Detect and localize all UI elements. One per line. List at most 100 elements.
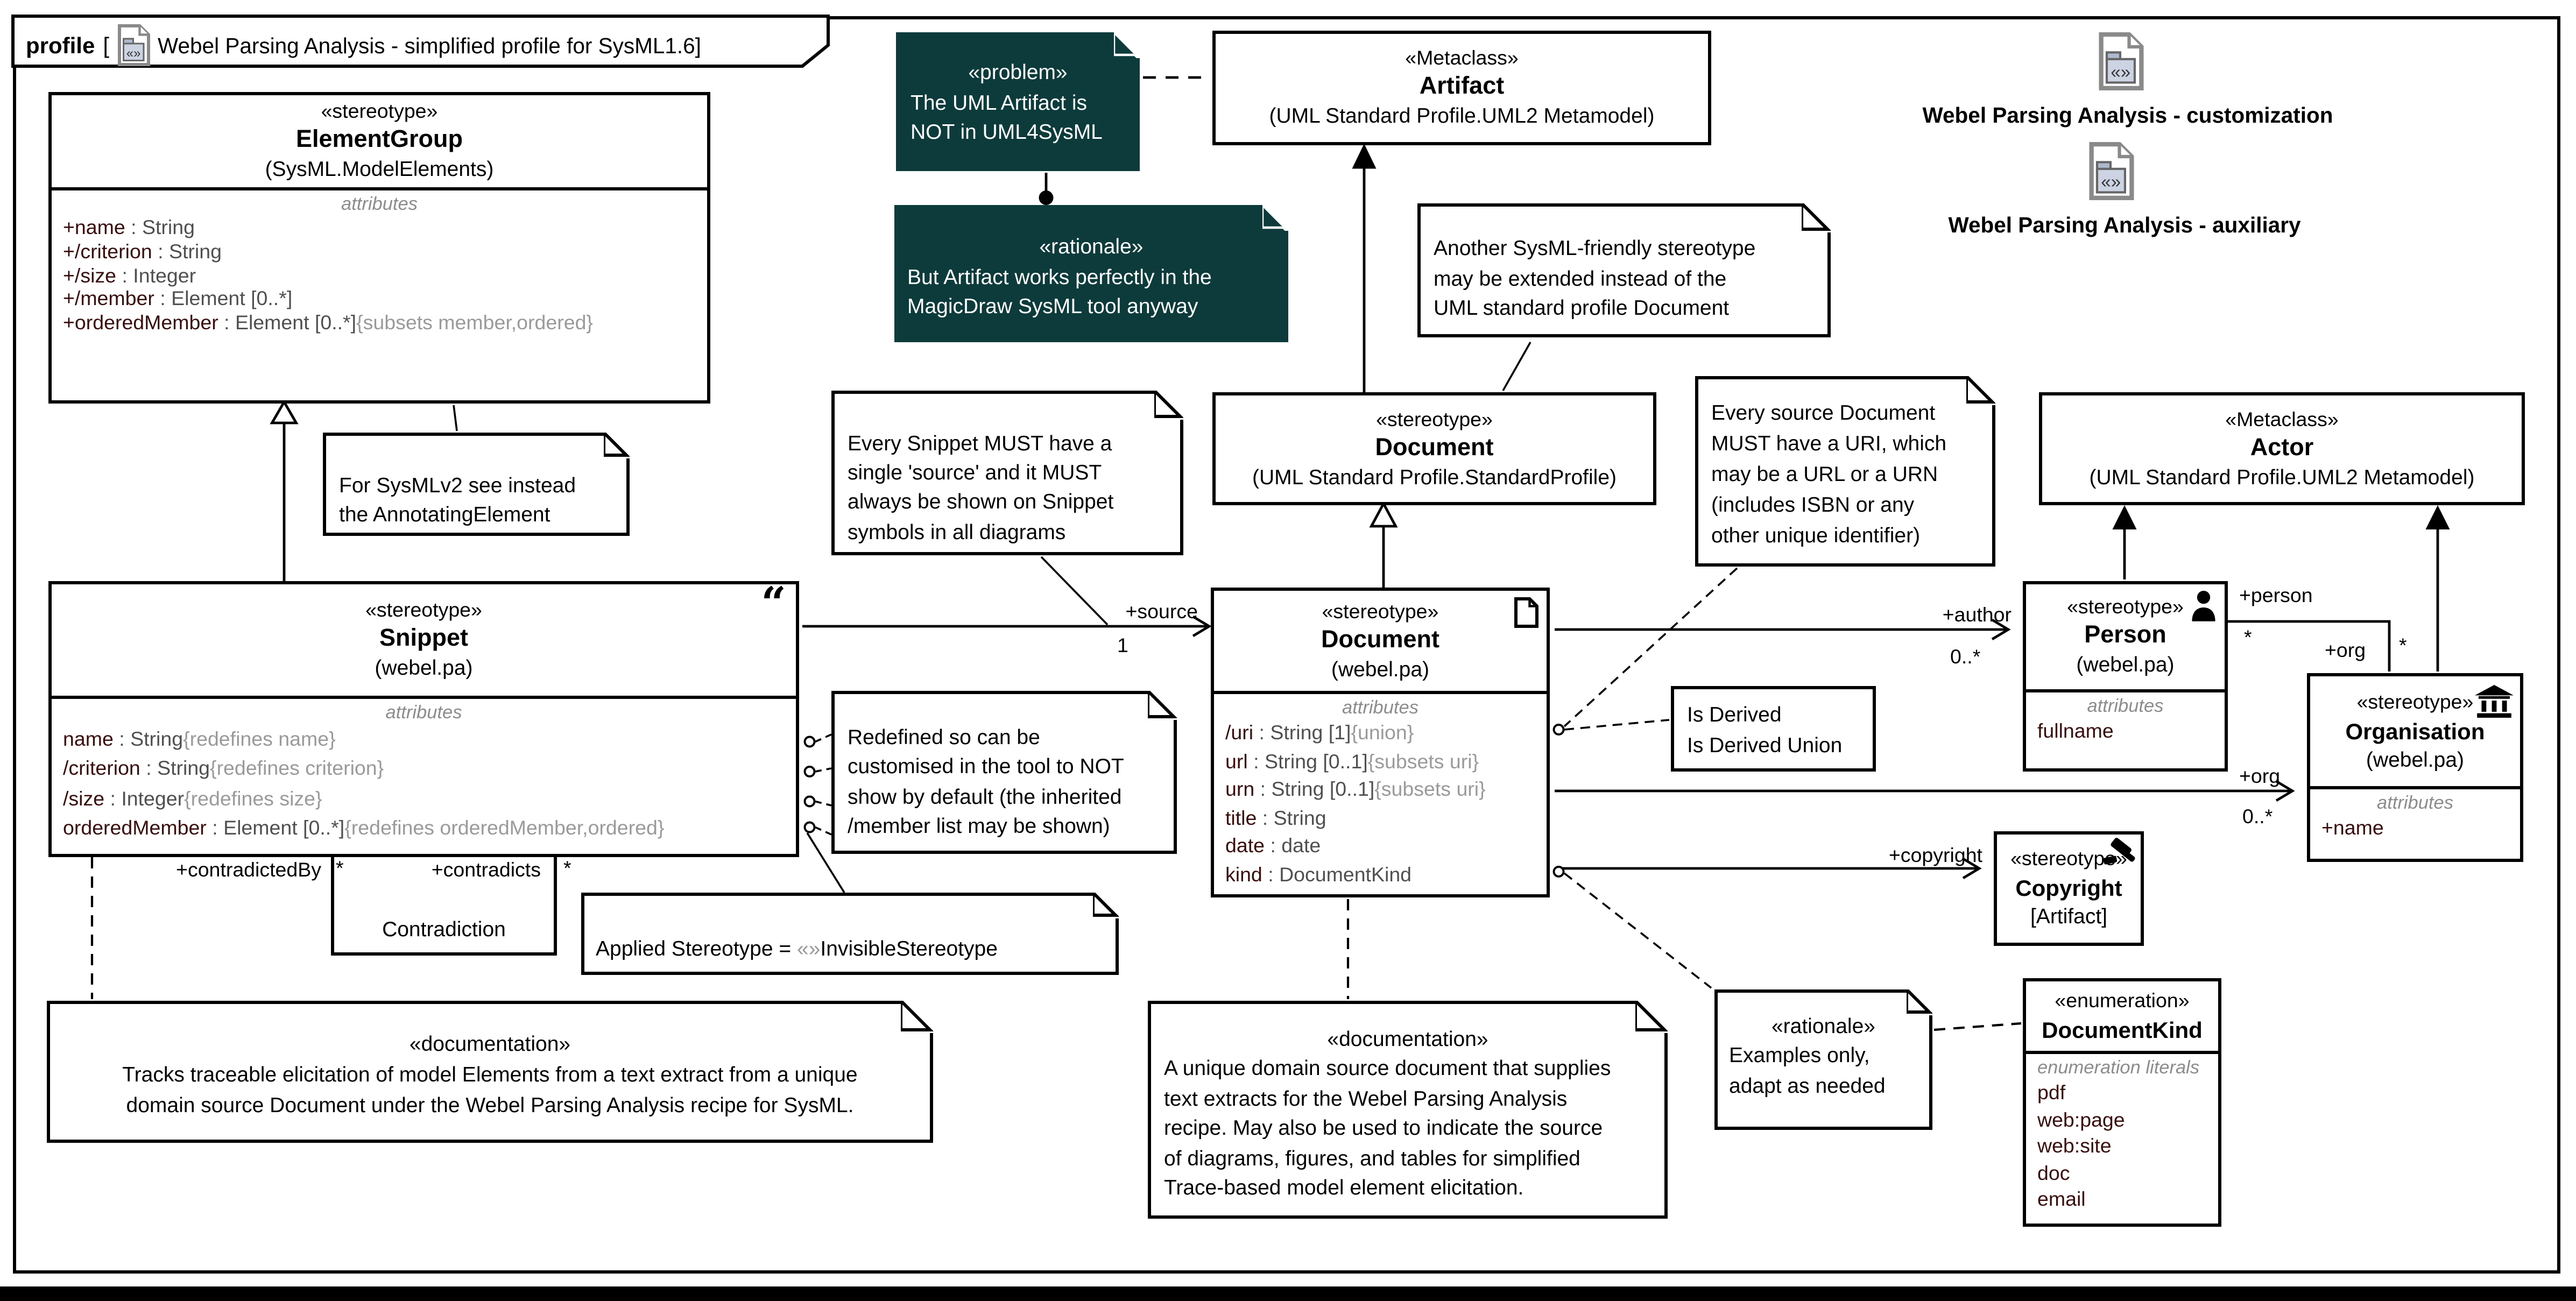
note-line: Redefined so can be (848, 725, 1040, 749)
literal-row: email (2037, 1189, 2086, 1212)
class-element-group[interactable]: «stereotype» ElementGroup (SysML.ModelEl… (48, 92, 710, 404)
class-header: «stereotype» Snippet (webel.pa) (52, 584, 796, 696)
note-line: domain source Document under the Webel P… (126, 1093, 854, 1117)
class-copyright[interactable]: «stereotype» Copyright [Artifact] (1994, 831, 2144, 946)
note-line: For SysMLv2 see instead (339, 473, 576, 497)
guillemets: «» (797, 936, 821, 960)
package-label: (UML Standard Profile.StandardProfile) (1252, 464, 1617, 489)
extended-metaclass-label: [Artifact] (2030, 904, 2108, 928)
class-header: «stereotype» ElementGroup (SysML.ModelEl… (52, 95, 707, 187)
package-label: (UML Standard Profile.UML2 Metamodel) (2089, 464, 2475, 489)
attribute-row: +name : String (63, 216, 195, 239)
stereotype-label: «stereotype» (1376, 407, 1493, 430)
note-line: always be shown on Snippet (848, 490, 1114, 514)
attribute-row: date : date (1225, 835, 1321, 858)
stereotype-label: «Metaclass» (1405, 47, 1519, 69)
mult-person: * (2244, 626, 2252, 649)
class-document-webel[interactable]: «stereotype» Document (webel.pa) attribu… (1211, 588, 1550, 897)
section-label: attributes (2377, 794, 2453, 814)
attribute-row: +orderedMember : Element [0..*]{subsets … (63, 312, 593, 335)
palette-customization[interactable]: «» Webel Parsing Analysis - customizatio… (1894, 29, 2362, 129)
stereotype-label: «stereotype» (2356, 690, 2474, 713)
diagram-frame (13, 16, 2560, 1274)
mult-contradicts: * (563, 857, 571, 880)
bank-icon (2475, 685, 2514, 718)
note-sysmlv2[interactable]: For SysMLv2 see instead the AnnotatingEl… (323, 433, 630, 536)
note-line: the AnnotatingElement (339, 502, 551, 526)
attribute-row: fullname (2037, 720, 2114, 743)
profile-file-icon: «» (2099, 32, 2144, 90)
enumeration-document-kind[interactable]: «enumeration» DocumentKind enumeration l… (2023, 978, 2221, 1227)
note-line: The UML Artifact is (911, 89, 1087, 114)
note-stereotype: «problem» (968, 60, 1068, 84)
literals-compartment: enumeration literals pdf web:page web:si… (2026, 1051, 2218, 1224)
note-examples[interactable]: «rationale» Examples only, adapt as need… (1714, 989, 1932, 1130)
note-line: recipe. May also be used to indicate the… (1164, 1115, 1603, 1140)
class-contradiction[interactable]: Contradiction (331, 854, 557, 956)
class-header: «stereotype» Organisation (webel.pa) (2310, 676, 2520, 786)
note-rationale-artifact[interactable]: «rationale» But Artifact works perfectly… (894, 205, 1288, 342)
note-line: of diagrams, figures, and tables for sim… (1164, 1145, 1580, 1170)
note-line: Every source Document (1711, 400, 1936, 425)
attribute-row: /size : Integer{redefines size} (63, 787, 322, 810)
note-applied-stereotype[interactable]: Applied Stereotype = «»InvisibleStereoty… (581, 893, 1119, 975)
class-organisation[interactable]: «stereotype» Organisation (webel.pa) att… (2307, 673, 2523, 862)
class-actor[interactable]: «Metaclass» Actor (UML Standard Profile.… (2039, 392, 2525, 505)
note-line: NOT in UML4SysML (911, 119, 1103, 144)
attribute-row: +name (2321, 817, 2384, 839)
note-line: other unique identifier) (1711, 523, 1921, 547)
note-line: But Artifact works perfectly in the (907, 264, 1212, 288)
class-person[interactable]: «stereotype» Person (webel.pa) attribute… (2023, 581, 2228, 772)
attributes-compartment: attributes +name (2310, 786, 2520, 859)
class-document-std[interactable]: «stereotype» Document (UML Standard Prof… (1212, 392, 1656, 505)
mult-author: 0..* (1950, 646, 1981, 668)
note-documentation-document[interactable]: «documentation» A unique domain source d… (1148, 1001, 1668, 1219)
note-every-source-uri[interactable]: Every source Document MUST have a URI, w… (1695, 376, 1995, 567)
note-problem[interactable]: «problem» The UML Artifact is NOT in UML… (896, 32, 1140, 171)
class-name: Organisation (2345, 717, 2485, 744)
quote-icon: “ (761, 579, 786, 630)
palette-auxiliary[interactable]: «» Webel Parsing Analysis - auxiliary (1915, 139, 2334, 239)
stereotype-label: «enumeration» (2055, 988, 2190, 1012)
section-label: attributes (1342, 699, 1418, 718)
legend-is-derived[interactable]: Is Derived Is Derived Union (1671, 686, 1876, 772)
role-contradicts: +contradicts (431, 859, 541, 881)
role-author: +author (1942, 604, 2012, 626)
literal-row: pdf (2037, 1081, 2066, 1104)
stereotype-label: «stereotype» (365, 599, 482, 621)
class-snippet[interactable]: «stereotype» Snippet (webel.pa) “ attrib… (48, 581, 799, 857)
stereotype-label: «stereotype» (1322, 599, 1439, 623)
section-label: attributes (341, 195, 418, 215)
extension-arrow (2425, 505, 2450, 529)
open-arrowhead (1962, 857, 1982, 880)
note-stereotype: «rationale» (1771, 1014, 1875, 1038)
attribute-row: kind : DocumentKind (1225, 863, 1412, 886)
class-artifact[interactable]: «Metaclass» Artifact (UML Standard Profi… (1212, 31, 1711, 145)
note-every-snippet[interactable]: Every Snippet MUST have a single 'source… (831, 391, 1183, 555)
attribute-row: /criterion : String{redefines criterion} (63, 757, 384, 780)
note-line: show by default (the inherited (848, 784, 1122, 809)
attribute-row: urn : String [0..1]{subsets uri} (1225, 778, 1486, 801)
note-line: (includes ISBN or any (1711, 492, 1915, 517)
attributes-compartment: attributes fullname (2026, 689, 2225, 768)
open-arrowhead (2275, 780, 2295, 802)
note-another-stereotype[interactable]: Another SysML-friendly stereotype may be… (1417, 203, 1831, 337)
legend-line: Is Derived Union (1687, 733, 1843, 757)
note-stereotype: «documentation» (409, 1031, 571, 1056)
note-line: Applied Stereotype = «»InvisibleStereoty… (596, 936, 998, 960)
role-source: +source (1125, 600, 1198, 623)
note-documentation-snippet[interactable]: «documentation» Tracks traceable elicita… (47, 1001, 933, 1143)
class-name: DocumentKind (2042, 1016, 2203, 1042)
extension-arrow (2112, 505, 2137, 529)
note-line: MUST have a URI, which (1711, 431, 1947, 455)
role-org-document: +org (2239, 765, 2281, 788)
note-line: Another SysML-friendly stereotype (1434, 236, 1756, 260)
role-copyright: +copyright (1888, 844, 1982, 867)
frame-title: Webel Parsing Analysis - simplified prof… (158, 33, 701, 58)
literal-row: web:page (2037, 1108, 2125, 1131)
literal-row: web:site (2037, 1135, 2112, 1158)
note-redefined[interactable]: Redefined so can be customised in the to… (831, 691, 1177, 854)
attribute-row: url : String [0..1]{subsets uri} (1225, 750, 1479, 773)
